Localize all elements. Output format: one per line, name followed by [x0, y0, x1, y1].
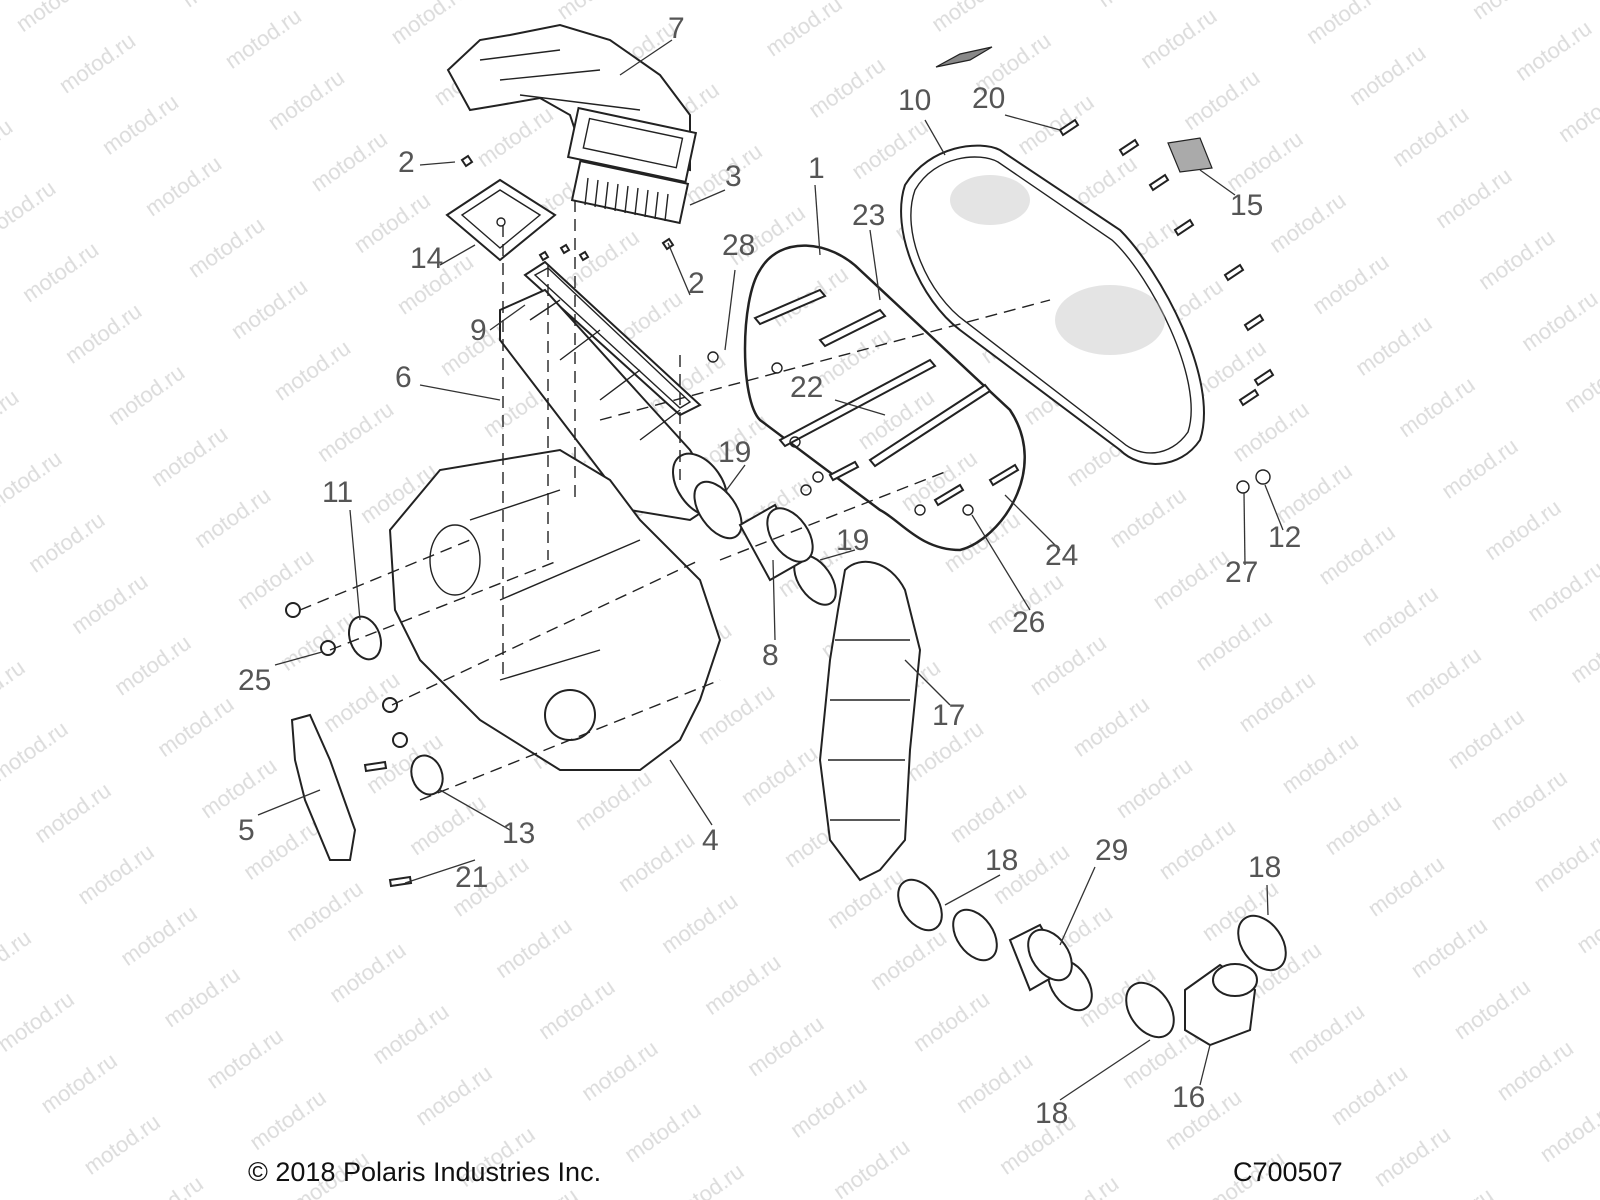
callout-5[interactable]: 5	[238, 814, 255, 847]
part-21-bolts[interactable]	[363, 760, 413, 888]
callout-22[interactable]: 22	[790, 371, 823, 404]
part-25-grommets[interactable]	[285, 602, 408, 748]
diamond-decal[interactable]	[935, 46, 993, 68]
part-14-plate[interactable]	[445, 178, 557, 262]
callout-28[interactable]: 28	[722, 229, 755, 262]
part-19-clamps[interactable]	[685, 473, 844, 612]
callout-24[interactable]: 24	[1045, 539, 1078, 572]
callout-11[interactable]: 11	[322, 476, 353, 509]
callout-7[interactable]: 7	[668, 12, 685, 45]
part-8-coupler[interactable]	[738, 500, 822, 582]
callout-1[interactable]: 1	[808, 152, 825, 185]
callout-4[interactable]: 4	[702, 824, 719, 857]
part-code: C700507	[1233, 1157, 1343, 1187]
part-18-clamps[interactable]	[889, 872, 1295, 1046]
part-13-oring[interactable]	[406, 751, 448, 799]
callout-2b[interactable]: 2	[688, 267, 705, 300]
callout-25[interactable]: 25	[238, 664, 271, 697]
part-22-23-bolts[interactable]	[753, 288, 1020, 507]
callout-9[interactable]: 9	[470, 314, 487, 347]
callout-29[interactable]: 29	[1095, 834, 1128, 867]
part-9-gasket-frame[interactable]	[523, 260, 702, 417]
callout-27[interactable]: 27	[1225, 556, 1258, 589]
alignment-lines	[299, 200, 1051, 801]
callout-19a[interactable]: 19	[718, 436, 751, 469]
callout-15[interactable]: 15	[1230, 189, 1263, 222]
callout-21[interactable]: 21	[455, 861, 488, 894]
part-15-decal[interactable]	[1167, 137, 1213, 173]
part-11-oring[interactable]	[343, 612, 386, 664]
part-7-upper-duct[interactable]	[446, 23, 698, 184]
part-3-grille[interactable]	[570, 159, 690, 225]
part-1-gasket[interactable]	[743, 244, 1026, 552]
callout-17[interactable]: 17	[932, 699, 965, 732]
washers[interactable]	[707, 351, 1271, 516]
callout-3[interactable]: 3	[725, 160, 742, 193]
callout-6[interactable]: 6	[395, 361, 412, 394]
part-20-screws[interactable]	[1058, 118, 1275, 407]
callout-16[interactable]: 16	[1172, 1081, 1205, 1114]
callout-20[interactable]: 20	[972, 82, 1005, 115]
part-2-screws[interactable]	[460, 154, 675, 262]
callout-18a[interactable]: 18	[985, 844, 1018, 877]
callout-14[interactable]: 14	[410, 242, 443, 275]
part-4-main-housing[interactable]	[388, 448, 722, 771]
part-16-elbow[interactable]	[1184, 963, 1258, 1047]
callout-23[interactable]: 23	[852, 199, 885, 232]
callout-2[interactable]: 2	[398, 146, 415, 179]
part-17-tube[interactable]	[818, 560, 922, 882]
copyright-text: © 2018 Polaris Industries Inc.	[248, 1157, 602, 1187]
part-5-bracket[interactable]	[290, 713, 357, 861]
callout-12[interactable]: 12	[1268, 521, 1301, 554]
callout-10[interactable]: 10	[898, 84, 931, 117]
part-10-outer-cover[interactable]	[900, 144, 1205, 465]
callout-13[interactable]: 13	[502, 817, 535, 850]
leader-lines	[257, 39, 1284, 1101]
callout-18b[interactable]: 18	[1248, 851, 1281, 884]
callout-19b[interactable]: 19	[836, 524, 869, 557]
callout-26[interactable]: 26	[1012, 606, 1045, 639]
callout-8[interactable]: 8	[762, 639, 779, 672]
callout-18c[interactable]: 18	[1035, 1097, 1068, 1130]
callout-labels: 7 2 3 14 28 2 9 6 1 23 10 20 15 22 19 19…	[238, 12, 1301, 1130]
